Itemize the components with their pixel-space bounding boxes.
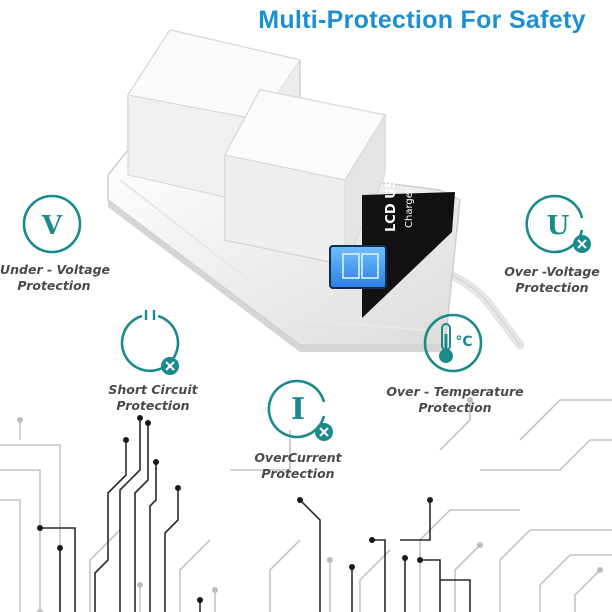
under-voltage-line2: Protection (17, 278, 91, 293)
overcurrent-line2: Protection (261, 466, 335, 481)
over-temperature-label: Over - Temperature Protection (380, 384, 530, 416)
under-voltage-line1: Under - Voltage (0, 262, 111, 277)
under-voltage-glyph: V (41, 211, 63, 241)
over-voltage-icon: U (525, 194, 591, 254)
page-title: Multi-Protection For Safety (246, 6, 598, 35)
over-temperature-line2: Protection (418, 400, 492, 415)
charger-brand-text: LCD USB (384, 169, 399, 232)
over-voltage-label: Over -Voltage Protection (498, 264, 606, 296)
short-circuit-line1: Short Circuit (108, 382, 198, 397)
title-part1: Multi-Protection For (258, 6, 502, 34)
overcurrent-line1: OverCurrent (254, 450, 342, 465)
overcurrent-icon: I (267, 379, 333, 441)
over-temperature-line1: Over - Temperature (386, 384, 524, 399)
short-circuit-line2: Protection (116, 398, 190, 413)
short-circuit-label: Short Circuit Protection (98, 382, 208, 414)
under-voltage-label: Under - Voltage Protection (0, 262, 111, 294)
under-voltage-icon: V (22, 194, 82, 254)
charger-sub-text: Charger (404, 187, 415, 228)
over-voltage-line1: Over -Voltage (504, 264, 600, 279)
overcurrent-label: OverCurrent Protection (238, 450, 358, 482)
overcurrent-glyph: I (291, 392, 305, 427)
over-voltage-glyph: U (547, 211, 570, 241)
temperature-icon: °C (423, 313, 483, 373)
short-circuit-icon (120, 310, 180, 375)
over-voltage-line2: Protection (515, 280, 589, 295)
temperature-glyph: °C (455, 334, 472, 350)
title-part2: Safety (508, 6, 586, 34)
